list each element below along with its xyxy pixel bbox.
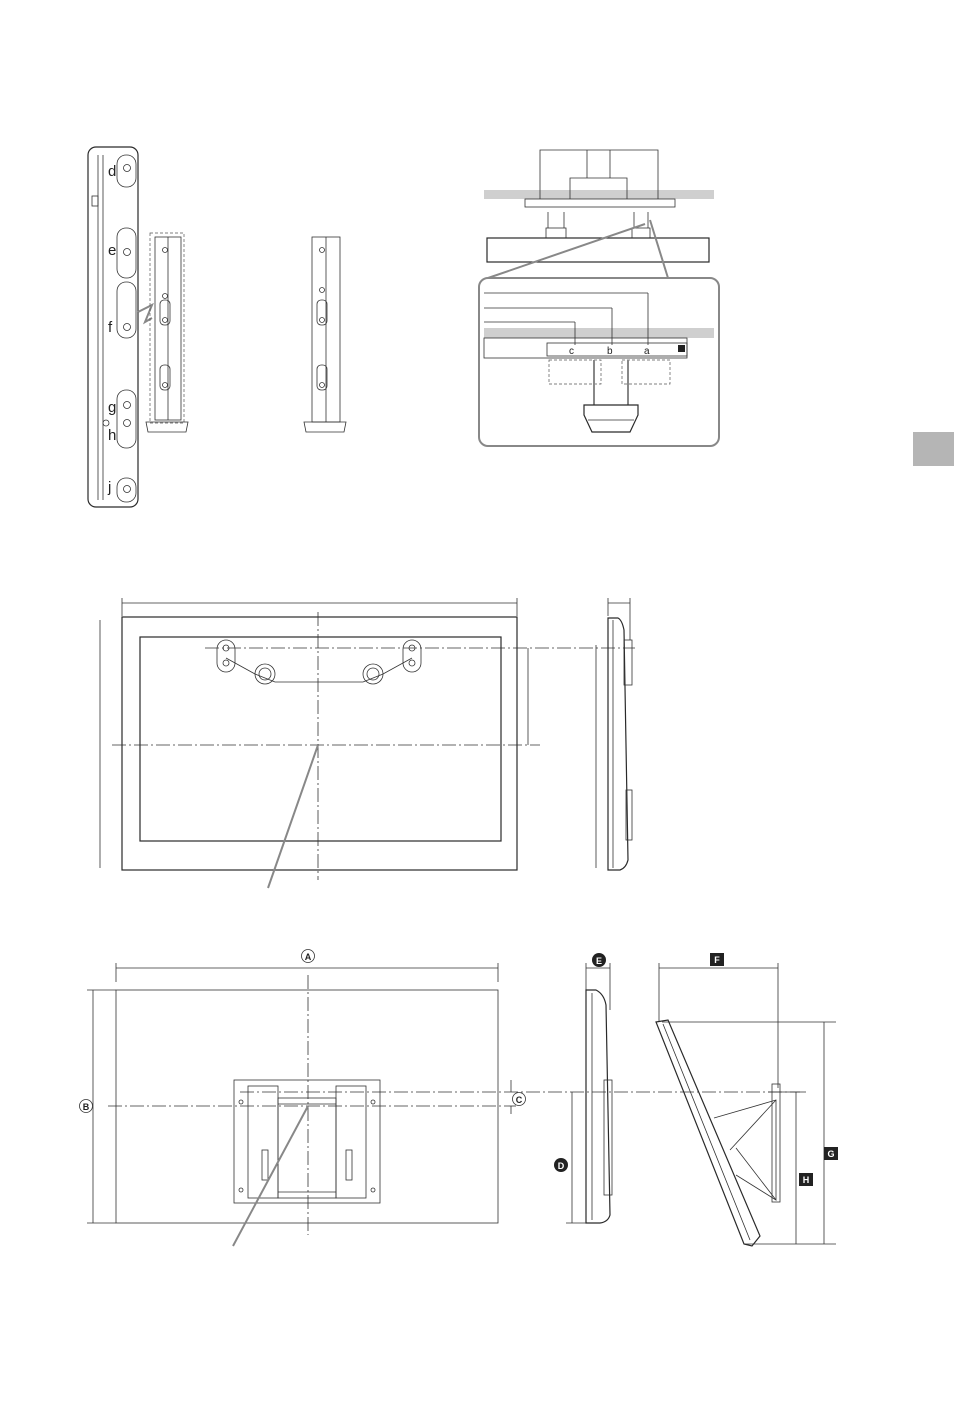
hook-label-b: b	[607, 346, 613, 357]
dim-label-b: B	[83, 1102, 90, 1112]
rail-letter-e: e	[108, 242, 116, 259]
dim-label-e: E	[596, 956, 602, 966]
rail-letter-h: h	[108, 427, 116, 444]
dim-label-h: H	[803, 1175, 810, 1185]
display-back-dimensions: A B C	[80, 950, 801, 1247]
tilted-dimensions: F G H	[656, 953, 838, 1246]
wall-hook-closeup: c b a	[479, 278, 719, 446]
rail-letter-j: j	[107, 479, 111, 496]
rail-letter-d: d	[108, 163, 116, 180]
display-front-view	[100, 598, 635, 888]
side-dimensions: E D	[554, 953, 612, 1223]
bracket-left	[146, 233, 188, 432]
dim-label-d: D	[558, 1161, 565, 1171]
dim-label-f: F	[714, 955, 720, 965]
wall-hook-overview	[484, 150, 714, 278]
dim-label-c: C	[516, 1095, 523, 1105]
dim-label-g: G	[827, 1149, 834, 1159]
bracket-right	[304, 237, 346, 432]
rail-detail: d e f g h j	[88, 147, 152, 507]
dim-label-a: A	[305, 952, 312, 962]
rail-letter-g: g	[108, 399, 116, 416]
display-side-view	[596, 598, 632, 870]
hook-label-c: c	[569, 346, 574, 357]
rail-letter-f: f	[108, 319, 113, 336]
hook-label-a: a	[644, 346, 650, 357]
